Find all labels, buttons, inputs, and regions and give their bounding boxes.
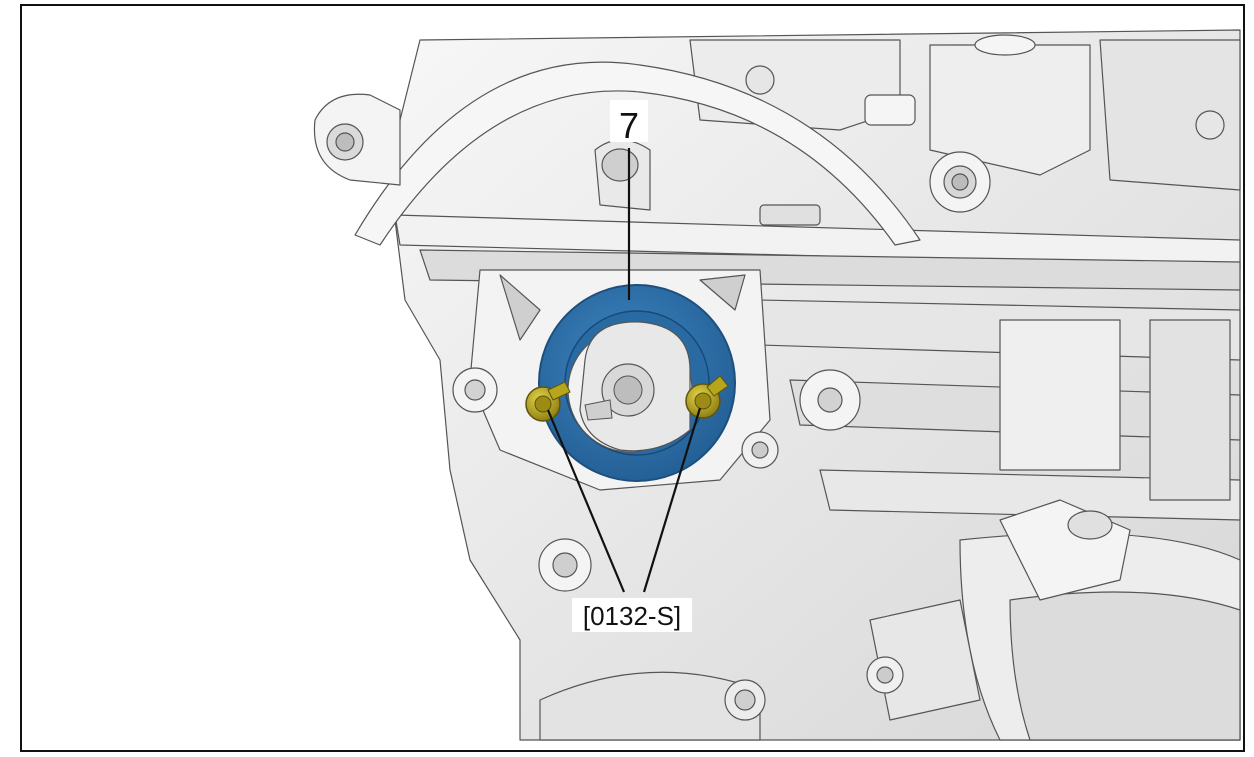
seal-bolt-right [685,375,729,419]
oil-pump-seal [538,284,736,482]
callout-part-number: 7 [619,105,639,146]
leader-line-bolt-left [546,409,626,593]
leader-line-bolt-right [642,407,702,593]
timing-cover-arc [354,61,921,246]
callout-7-background [610,100,648,142]
callout-fastener-code: [0132-S] [583,601,681,631]
callout-fastener-background [572,598,692,632]
seal-bolt-left [525,381,571,422]
mounting-lugs [313,65,1225,721]
